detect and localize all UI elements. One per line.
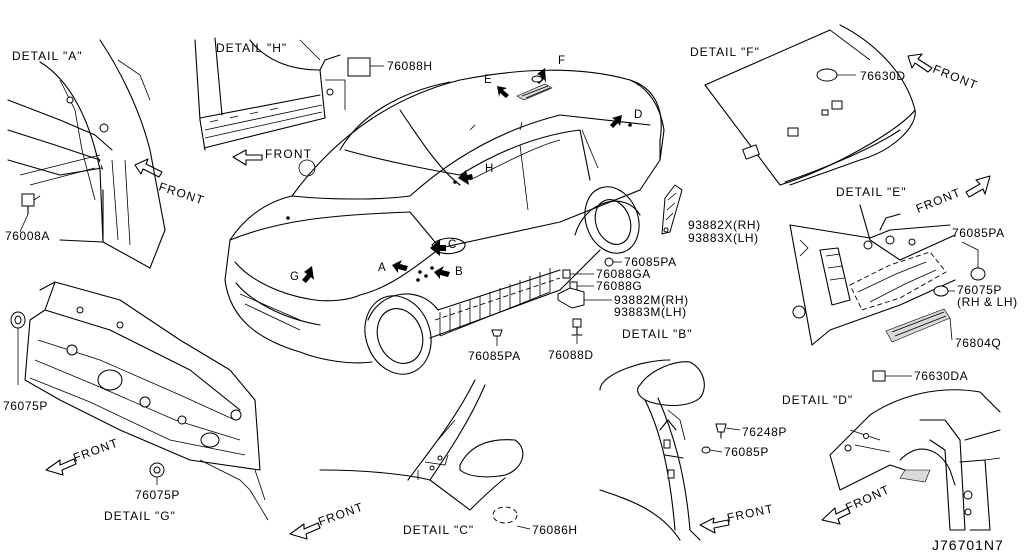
detail-d-illustration [829, 389, 1001, 531]
clip-76008a [21, 193, 41, 215]
part-76075p-g2: 76075P [135, 488, 180, 502]
lamp-76804q [885, 308, 953, 343]
detail-a-illustration [7, 39, 166, 269]
detail-e-illustration [789, 204, 956, 346]
clip-76085pa-3 [970, 267, 986, 281]
detail-h-label: DETAIL "H" [216, 41, 287, 55]
cap-f [531, 75, 543, 83]
front-label-b: FRONT [726, 501, 775, 525]
clip-76085p [701, 446, 711, 454]
front-label-d: FRONT [843, 482, 892, 515]
clip-dots [286, 123, 632, 282]
pad-76630da [872, 370, 886, 382]
part-76008a: 76008A [5, 229, 50, 243]
part-93882m: 93882M(RH) [614, 293, 689, 307]
callout-e: E [484, 74, 492, 86]
front-arrow-f: FRONT [907, 53, 980, 93]
front-arrow-c: FRONT [289, 499, 365, 540]
part-76248p: 76248P [742, 425, 787, 439]
callout-f: F [558, 55, 565, 67]
detail-a-label: DETAIL "A" [12, 49, 83, 63]
clip-76088ga [562, 269, 594, 279]
rear-lamp-grille [516, 83, 553, 101]
cap-76630d [816, 68, 838, 82]
detail-f-illustration [704, 24, 916, 186]
part-76085p: 76085P [724, 445, 769, 459]
front-arrow-e: FRONT [914, 175, 991, 216]
clip-76085pa-1 [604, 257, 614, 267]
detail-h-illustration [194, 37, 346, 151]
callout-a: A [378, 262, 386, 274]
clip-76088d [571, 318, 583, 344]
part-76630d: 76630D [860, 69, 906, 83]
callout-d: D [634, 109, 643, 121]
detail-g-illustration [24, 281, 269, 521]
part-76086h: 76086H [532, 523, 578, 537]
front-label-a: FRONT [157, 180, 206, 208]
front-label-f: FRONT [931, 62, 980, 93]
detail-g-label: DETAIL "G" [104, 509, 176, 523]
part-93883x: 93883X(LH) [688, 231, 759, 245]
part-76088d: 76088D [548, 348, 594, 362]
mud-flap-93882x [661, 184, 683, 235]
front-arrow-d: FRONT [821, 482, 892, 525]
front-label-g: FRONT [71, 435, 120, 464]
front-arrow-a: FRONT [134, 158, 206, 208]
front-arrow-g: FRONT [45, 435, 120, 476]
clip-76075p-e [933, 285, 949, 297]
detail-c-illustration [319, 379, 524, 511]
part-76085pa-1: 76085PA [624, 255, 677, 269]
part-76088g: 76088G [596, 279, 642, 293]
part-76088ga: 76088GA [596, 267, 651, 281]
part-93882x: 93882X(RH) [688, 218, 761, 232]
callout-g: G [290, 271, 299, 283]
part-76085pa-3: 76085PA [952, 226, 1005, 240]
detail-d-label: DETAIL "D" [782, 393, 853, 407]
part-76630da: 76630DA [914, 369, 968, 383]
car-body-illustration [224, 69, 665, 375]
front-label-e: FRONT [914, 185, 963, 216]
front-arrow-h: FRONT [232, 147, 312, 166]
detail-e-label: DETAIL "E" [836, 185, 907, 199]
callout-c: C [448, 239, 457, 251]
detail-b-illustration [599, 359, 705, 541]
clip-76085pa-2 [491, 329, 503, 346]
bracket-93882m [557, 287, 612, 309]
pad-76086h [492, 506, 518, 524]
front-arrow-b: FRONT [699, 501, 775, 534]
part-76088h: 76088H [387, 59, 433, 73]
clip-76248p [715, 423, 741, 439]
part-76804q: 76804Q [955, 336, 1001, 350]
front-label-h: FRONT [265, 147, 312, 161]
callout-arrows [302, 68, 622, 283]
detail-b-label: DETAIL "B" [622, 327, 693, 341]
pad-76088h [347, 57, 371, 77]
part-93883m: 93883M(LH) [614, 305, 687, 319]
drawing-number: J76701N7 [932, 537, 1004, 553]
front-label-c: FRONT [316, 499, 365, 528]
callout-b: B [455, 266, 463, 278]
part-76075p-g1: 76075P [3, 399, 48, 413]
part-76075p-e: 76075P [957, 283, 1002, 297]
detail-c-label: DETAIL "C" [403, 523, 474, 537]
detail-f-label: DETAIL "F" [690, 45, 760, 59]
part-76085pa-2: 76085PA [468, 349, 521, 363]
callout-h: H [485, 163, 494, 175]
part-76075p-e-note: (RH & LH) [957, 295, 1018, 309]
sill-pads [439, 268, 551, 337]
